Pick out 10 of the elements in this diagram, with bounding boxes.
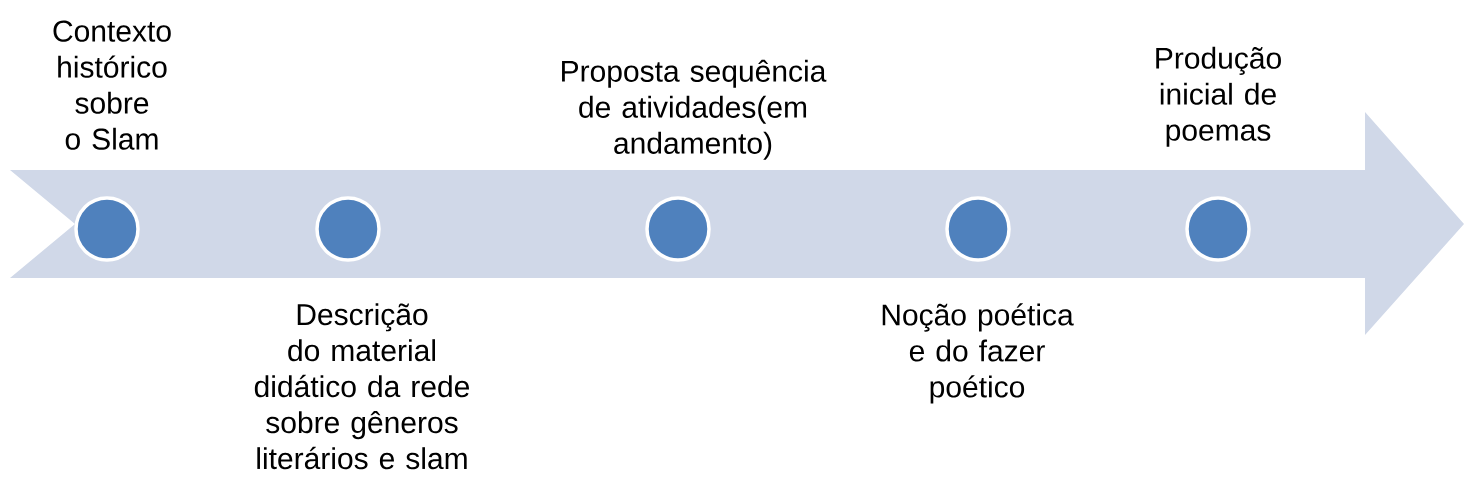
milestone-label: Descrição do material didático da rede sobre gêneros literários e slam [254, 303, 469, 470]
milestone-label: Noção poética e do fazer poético [882, 303, 1074, 404]
milestone-circle [945, 196, 1011, 262]
milestone-circle [645, 196, 711, 262]
milestone-label: Proposta sequência de atividades(em andamento) [562, 59, 827, 160]
milestone-label: Produção inicial de poemas [1156, 46, 1281, 147]
milestone-circle [74, 196, 140, 262]
milestone-circle [1185, 196, 1251, 262]
milestone-label: Contexto histórico sobre o Slam [53, 20, 171, 150]
milestone-circle [315, 196, 381, 262]
